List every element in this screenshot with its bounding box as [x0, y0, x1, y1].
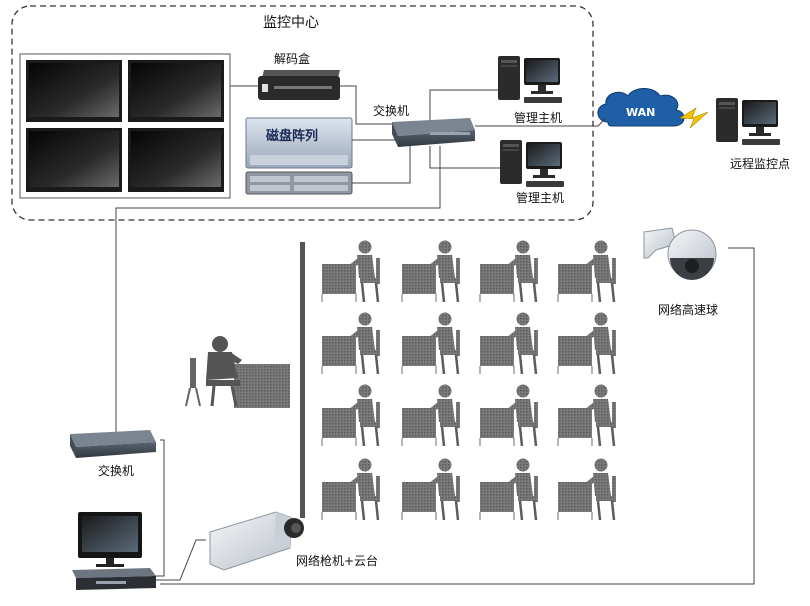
- mgmt-host-1-label: 管理主机: [514, 111, 563, 125]
- mgmt-host-2-label: 管理主机: [516, 191, 565, 205]
- monitoring-center-border: [11, 5, 594, 221]
- decoder-device: [258, 70, 340, 100]
- wan-cloud: [597, 88, 685, 127]
- video-wall: [19, 53, 231, 199]
- students-grid: [320, 239, 618, 522]
- switch-top-device: [392, 118, 475, 147]
- ptz-dome-camera: [643, 227, 717, 280]
- bullet-camera-device: [209, 511, 304, 571]
- remote-monitoring-host: [716, 98, 780, 145]
- decoder-label: 解码盒: [274, 52, 311, 66]
- connection-lines: [115, 85, 755, 585]
- switch-top-label: 交换机: [373, 104, 410, 118]
- lightning-icon: [679, 107, 709, 129]
- disk-array-label: 磁盘阵列: [266, 129, 319, 144]
- monitoring-center-title: 监控中心: [263, 15, 319, 31]
- nvr-station: [72, 512, 156, 590]
- remote-point-label: 远程监控点: [730, 157, 791, 171]
- bullet-camera-label: 网络枪机+云台: [296, 554, 379, 568]
- wan-label: WAN: [626, 106, 656, 119]
- management-host-2: [500, 140, 564, 187]
- classroom-wall: [300, 242, 305, 518]
- switch-bottom-device: [70, 430, 156, 458]
- disk-array-device: [245, 117, 353, 195]
- management-host-1: [498, 56, 562, 103]
- ptz-dome-label: 网络高速球: [658, 303, 719, 317]
- teacher-figure: [185, 336, 290, 408]
- switch-bottom-label: 交换机: [98, 464, 135, 478]
